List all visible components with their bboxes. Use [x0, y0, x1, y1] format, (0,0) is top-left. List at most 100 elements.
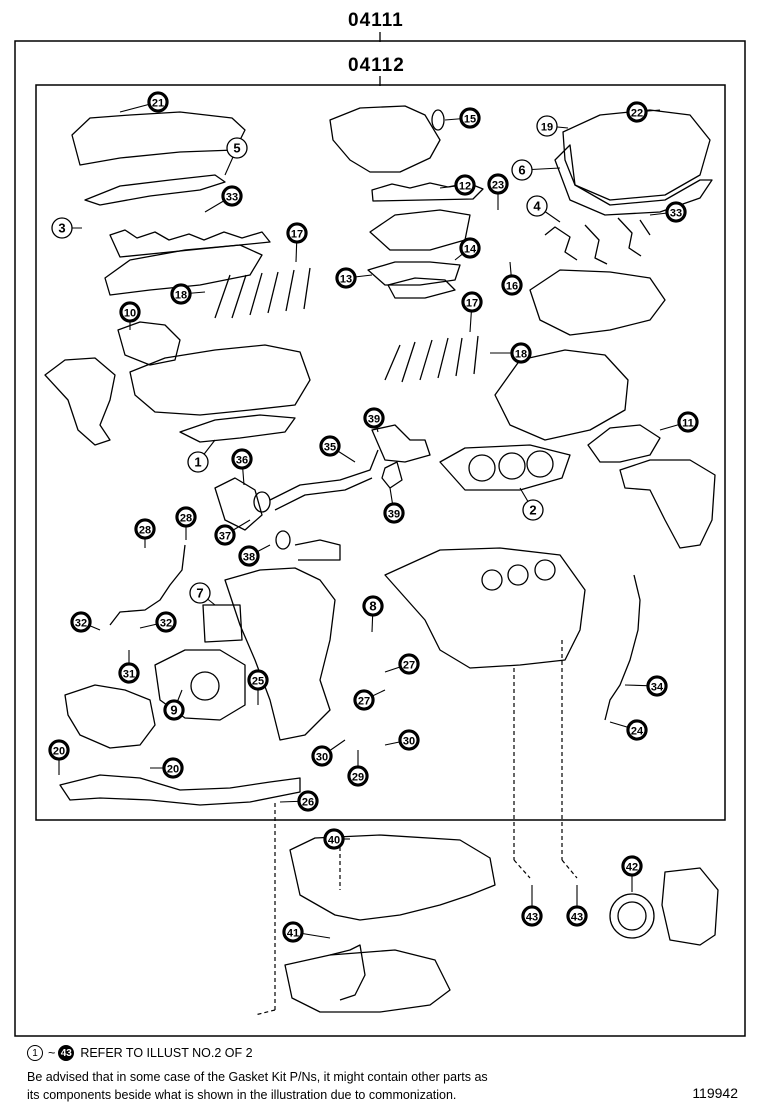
- oil-cooler-pipe: [109, 544, 186, 626]
- callout-39: 39: [363, 407, 385, 433]
- callout-21: 21: [119, 91, 169, 113]
- callout-number: 37: [219, 531, 231, 543]
- callout-number: 40: [328, 835, 340, 847]
- water-outlet: [214, 477, 263, 531]
- callout-6: 6: [511, 159, 561, 181]
- callout-number: 8: [369, 599, 376, 614]
- callout-25: 25: [247, 669, 269, 705]
- callout-5: 5: [224, 137, 248, 176]
- timing-cover-gasket: [202, 604, 243, 643]
- oil-level-gauge-guide: [604, 574, 641, 721]
- callout-number: 4: [533, 199, 541, 214]
- callout-20: 20: [48, 739, 70, 775]
- callout-number: 10: [124, 308, 136, 320]
- callout-27: 27: [353, 689, 386, 711]
- callout-39: 39: [383, 487, 405, 524]
- callout-1: 1: [187, 439, 216, 473]
- callout-number: 15: [464, 114, 476, 126]
- timing-chain-cover: [224, 567, 336, 741]
- right-valve-set: [384, 335, 479, 383]
- footer-reference: 1 ~ 43 REFER TO ILLUST NO.2 OF 2: [27, 1045, 253, 1061]
- left-cylinder-head: [129, 344, 311, 416]
- intake-manifold: [369, 209, 471, 251]
- callout-number: 13: [340, 274, 352, 286]
- callout-28: 28: [175, 506, 197, 540]
- inner-kit-part-number: 04112: [348, 55, 405, 76]
- footer-note-line-1: Be advised that in some case of the Gask…: [27, 1070, 488, 1084]
- ref-text: REFER TO ILLUST NO.2 OF 2: [80, 1046, 253, 1060]
- callout-number: 38: [243, 552, 255, 564]
- callout-circle: [522, 499, 544, 521]
- callout-28: 28: [134, 518, 156, 548]
- callout-11: 11: [659, 411, 699, 433]
- ref-tilde: ~: [48, 1046, 56, 1060]
- callout-30: 30: [311, 739, 346, 767]
- callout-number: 17: [466, 298, 478, 310]
- callout-number: 32: [160, 618, 172, 630]
- callout-number: 20: [53, 746, 65, 758]
- callout-number: 1: [194, 455, 201, 470]
- left-valve-set: [214, 267, 311, 319]
- callout-4: 4: [526, 195, 561, 223]
- callout-29: 29: [347, 750, 369, 787]
- callout-38: 38: [238, 544, 271, 567]
- callout-18: 18: [170, 283, 206, 305]
- callout-number: 29: [352, 772, 364, 784]
- callout-number: 25: [252, 676, 264, 688]
- callout-number: 35: [324, 442, 336, 454]
- callout-20: 20: [150, 757, 184, 779]
- callout-number: 18: [175, 290, 187, 302]
- callout-2: 2: [519, 487, 544, 521]
- intake-lower-gasket: [387, 277, 456, 299]
- callout-13: 13: [335, 267, 373, 289]
- callout-circle: [189, 582, 211, 604]
- callout-number: 36: [236, 455, 248, 467]
- callout-number: 43: [571, 912, 583, 924]
- callout-number: 41: [287, 928, 299, 940]
- callout-number: 28: [139, 525, 151, 537]
- exhaust-pipe-assy: [59, 774, 301, 806]
- union-gasket: [381, 461, 403, 489]
- right-exhaust-manifold: [619, 459, 716, 549]
- callout-17: 17: [286, 222, 308, 263]
- callout-40: 40: [323, 828, 350, 850]
- right-plug-gaskets: [544, 217, 651, 265]
- callout-number: 39: [368, 414, 380, 426]
- callout-number: 9: [170, 703, 177, 718]
- callout-number: 33: [670, 208, 682, 220]
- callout-circle: [51, 217, 73, 239]
- callout-16: 16: [501, 261, 523, 296]
- footer-note-line-2: its components beside what is shown in t…: [27, 1088, 457, 1102]
- callout-12: 12: [439, 174, 476, 196]
- right-exhaust-gasket: [587, 424, 661, 463]
- water-inlet-pipe: [294, 539, 341, 561]
- callout-number: 26: [302, 797, 314, 809]
- water-union: [371, 424, 431, 463]
- callout-number: 24: [631, 726, 644, 738]
- callout-18: 18: [490, 342, 532, 364]
- callout-number: 21: [152, 98, 164, 110]
- callout-10: 10: [119, 301, 141, 330]
- illustration-number: 119942: [692, 1085, 738, 1101]
- callout-number: 3: [58, 221, 65, 236]
- callout-number: 27: [403, 660, 415, 672]
- callout-32: 32: [70, 611, 101, 633]
- callout-19: 19: [536, 115, 569, 137]
- callout-number: 28: [180, 513, 192, 525]
- callout-number: 27: [358, 696, 370, 708]
- callout-number: 5: [233, 141, 240, 156]
- oil-pan-lower: [284, 949, 451, 1013]
- oil-pan-upper: [289, 834, 496, 921]
- callout-circle: [526, 195, 548, 217]
- left-cylinder-head-gasket: [179, 414, 296, 443]
- callout-number: 12: [459, 181, 471, 193]
- callout-circle: [226, 137, 248, 159]
- callout-number: 22: [631, 108, 643, 120]
- callout-number: 30: [403, 736, 415, 748]
- rear-oil-seal: [609, 893, 655, 939]
- left-intake-plate: [104, 244, 263, 296]
- callout-33: 33: [204, 185, 243, 213]
- inner-kit-frame: [35, 84, 726, 821]
